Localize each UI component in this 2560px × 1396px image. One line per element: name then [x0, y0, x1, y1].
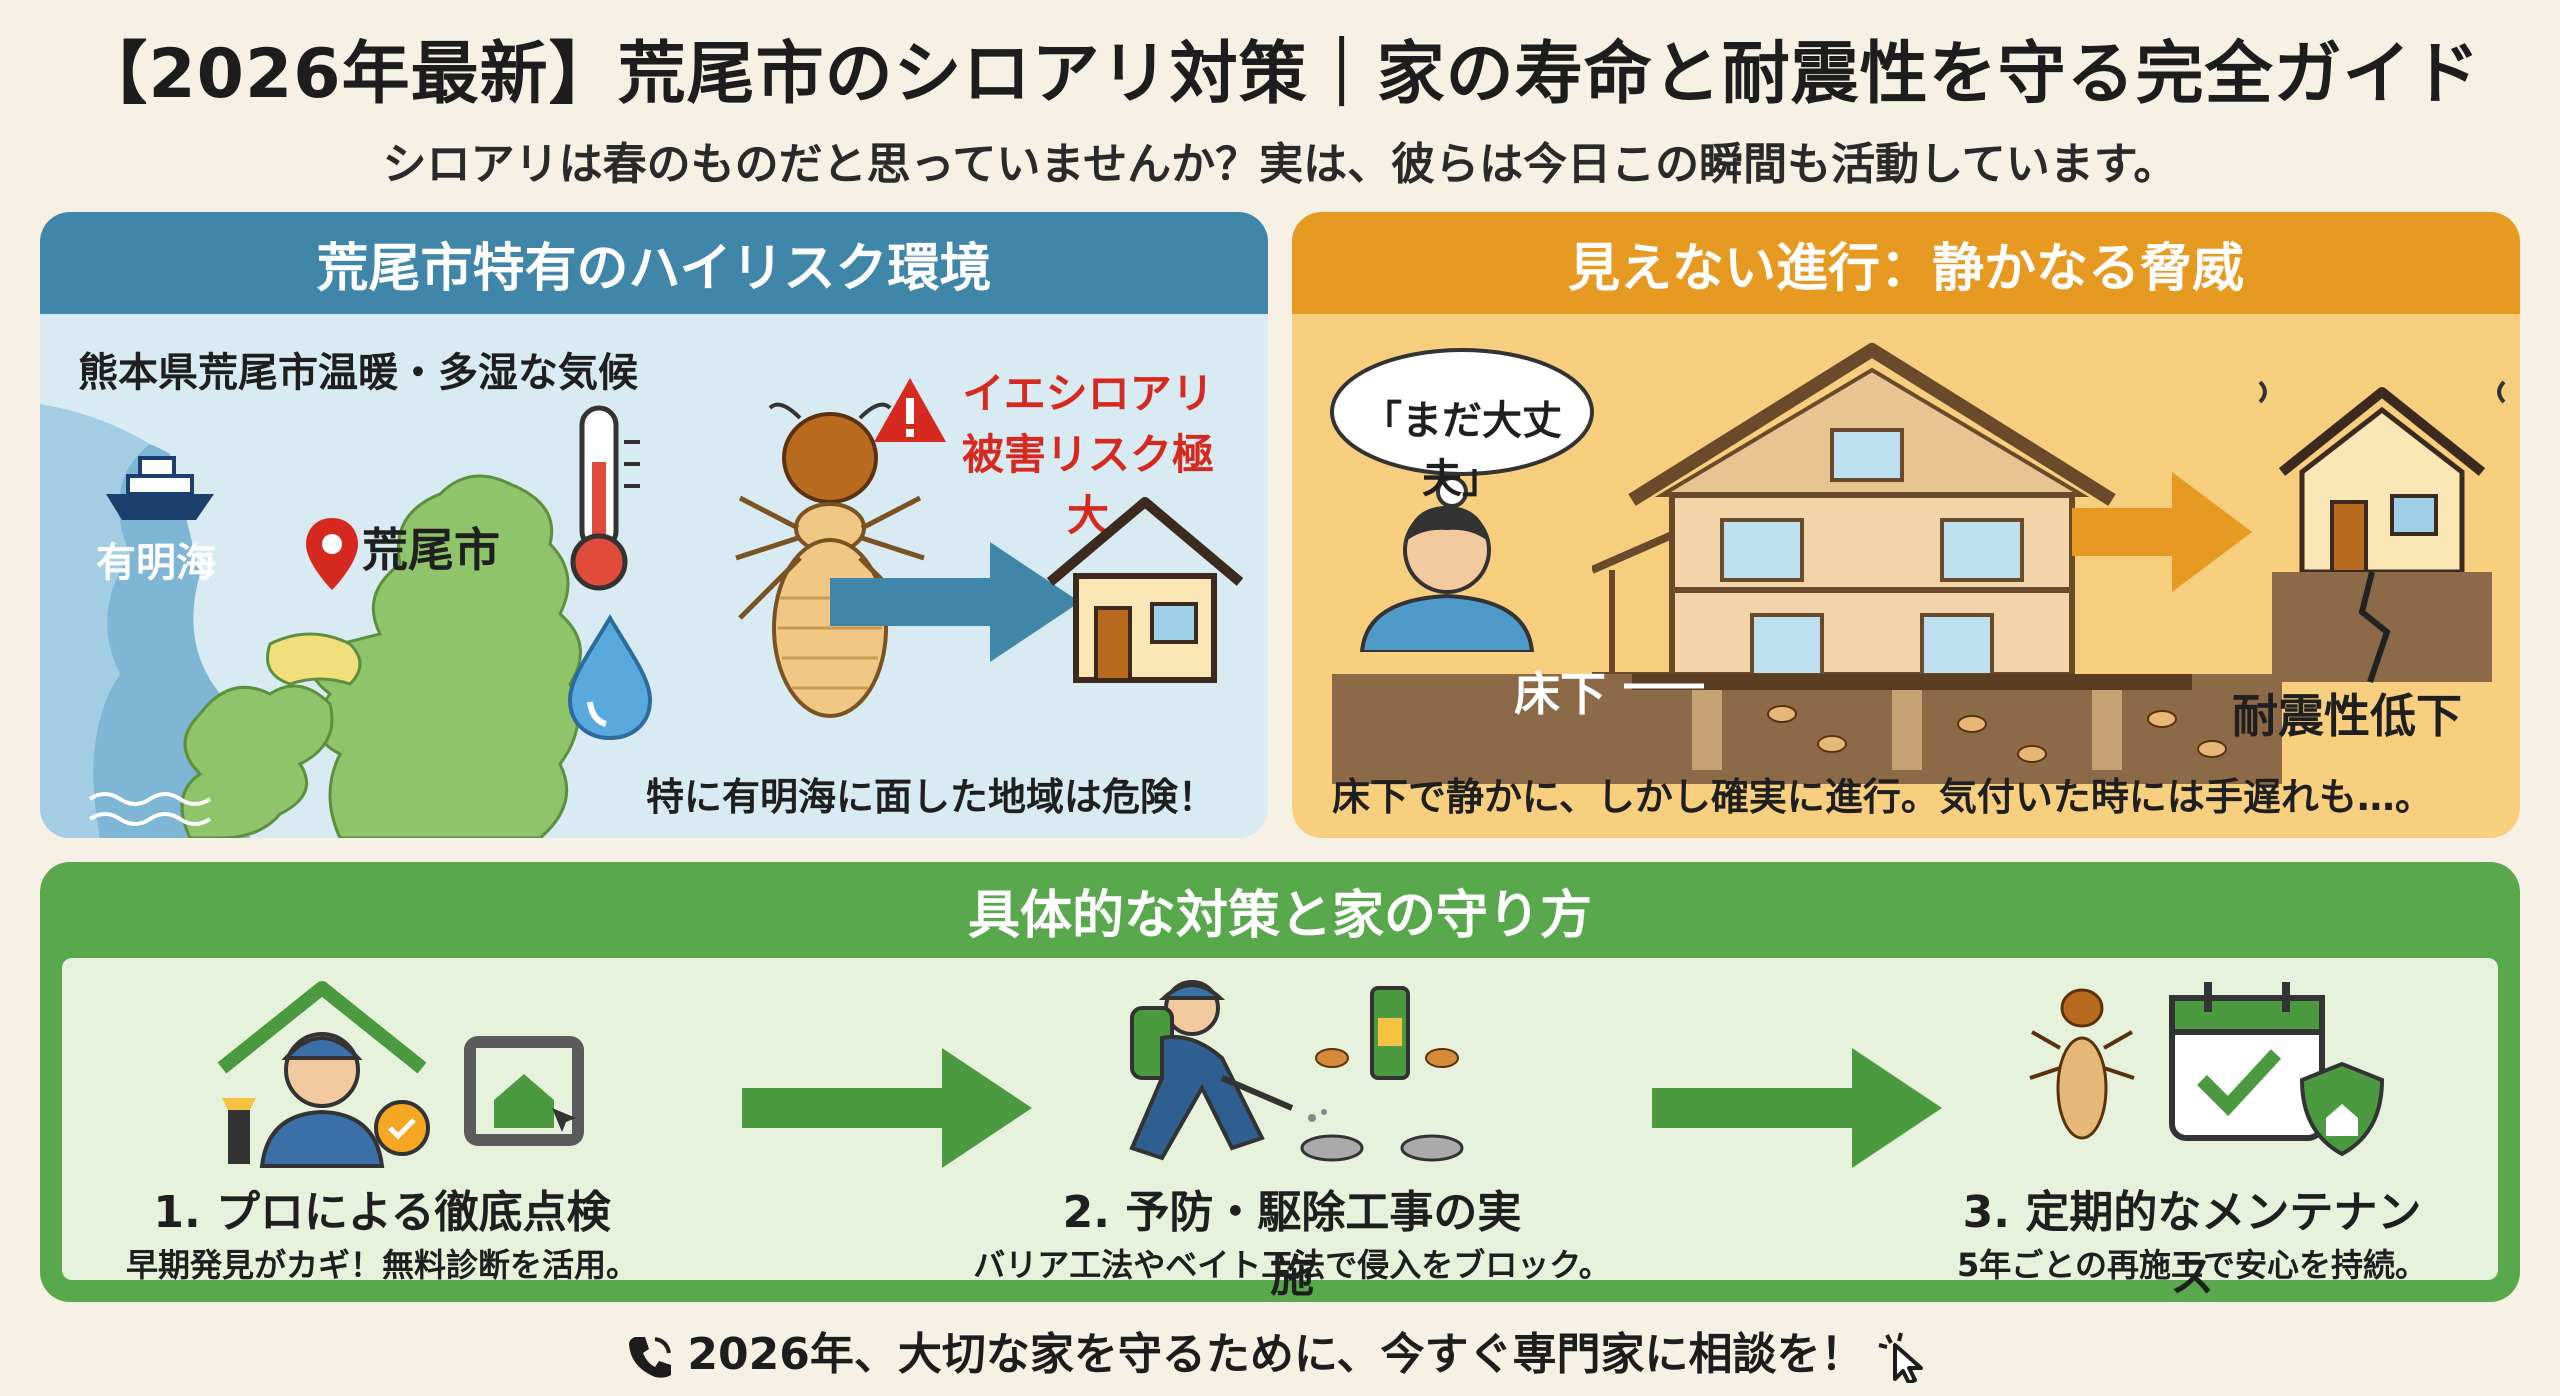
underfloor-label: 床下: [1514, 667, 1606, 721]
arrow-right-icon: [2072, 472, 2252, 592]
page-title: 【2026年最新】荒尾市のシロアリ対策｜家の寿命と耐震性を守る完全ガイド: [79, 35, 2481, 114]
footer-cta-text: 2026年、大切な家を守るために、今すぐ専門家に相談を！: [687, 1329, 1865, 1380]
label-pointer-line: [1624, 683, 1704, 689]
arrow-right-icon: [830, 542, 1080, 662]
footer-cta[interactable]: 2026年、大切な家を守るために、今すぐ専門家に相談を！: [0, 1318, 2560, 1385]
warning-line-species: イエシロアリ: [962, 369, 1214, 418]
countermeasures-panel: 具体的な対策と家の守り方 1. プロによる徹底点検 早期発見がカギ！無料診断を活…: [40, 862, 2520, 1302]
map-illustration: [40, 404, 582, 838]
damaged-house-icon: [2258, 380, 2506, 683]
climate-label: 熊本県荒尾市温暖・多湿な気候: [78, 350, 638, 396]
step-1-title: 1. プロによる徹底点検: [153, 1187, 611, 1238]
house-icon: [1046, 497, 1244, 683]
thought-bubble: [1330, 348, 1594, 533]
maintenance-icon: [2029, 982, 2385, 1157]
invisible-progress-panel: 見えない進行：静かなる脅威 「まだ大丈夫」: [1292, 212, 2520, 838]
page-subtitle: シロアリは春のものだと思っていませんか？実は、彼らは今日この瞬間も活動しています…: [382, 139, 2178, 190]
underfloor-progress-note: 床下で静かに、しかし確実に進行。気付いた時には手遅れも…。: [1332, 775, 2433, 819]
house-cross-section: [1592, 343, 2116, 678]
high-risk-environment-panel: 荒尾市特有のハイリスク環境 熊本県荒尾市温暖・多湿な気候 有明海 荒尾市: [40, 212, 1268, 838]
water-drop-icon: [567, 614, 653, 741]
coastal-danger-note: 特に有明海に面した地域は危険！: [646, 775, 1217, 819]
seismic-decline-label: 耐震性低下: [2232, 689, 2462, 743]
thought-bubble-text: 「まだ大丈夫」: [1362, 398, 1562, 502]
pest-treatment-icon: [1129, 980, 1464, 1162]
step-1-desc: 早期発見がカギ！無料診断を活用。: [125, 1246, 638, 1284]
countermeasures-panel-header: 具体的な対策と家の守り方: [967, 885, 1592, 946]
person-icon: [1359, 506, 1535, 652]
inspection-icon: [217, 981, 584, 1168]
ship-icon: [106, 456, 214, 520]
cursor-click-icon: [1878, 1332, 1923, 1385]
thermometer-icon: [570, 405, 640, 591]
sea-label: 有明海: [96, 540, 216, 586]
arrow-right-icon: [1652, 1048, 1942, 1168]
warning-icon: [874, 378, 946, 442]
location-pin-icon: [306, 518, 358, 590]
phone-icon: [629, 1337, 672, 1378]
step-3-desc: 5年ごとの再施工で安心を持続。: [1957, 1246, 2427, 1284]
warning-text: イエシロアリ 被害リスク極大: [958, 360, 1218, 543]
high-risk-panel-header: 荒尾市特有のハイリスク環境: [40, 212, 1268, 314]
countermeasures-steps: 1. プロによる徹底点検 早期発見がカギ！無料診断を活用。 2. 予防・駆除工事…: [62, 958, 2498, 1302]
step-2-title: 2. 予防・駆除工事の実施: [1062, 1187, 1522, 1302]
step-2-desc: バリア工法やベイト工法で侵入をブロック。: [973, 1246, 1611, 1284]
city-label: 荒尾市: [362, 523, 500, 577]
underfloor-ground: [1332, 674, 2282, 784]
invisible-progress-panel-header: 見えない進行：静かなる脅威: [1292, 212, 2520, 314]
step-3-title: 3. 定期的なメンテナンス: [1962, 1187, 2422, 1302]
arrow-right-icon: [742, 1048, 1032, 1168]
